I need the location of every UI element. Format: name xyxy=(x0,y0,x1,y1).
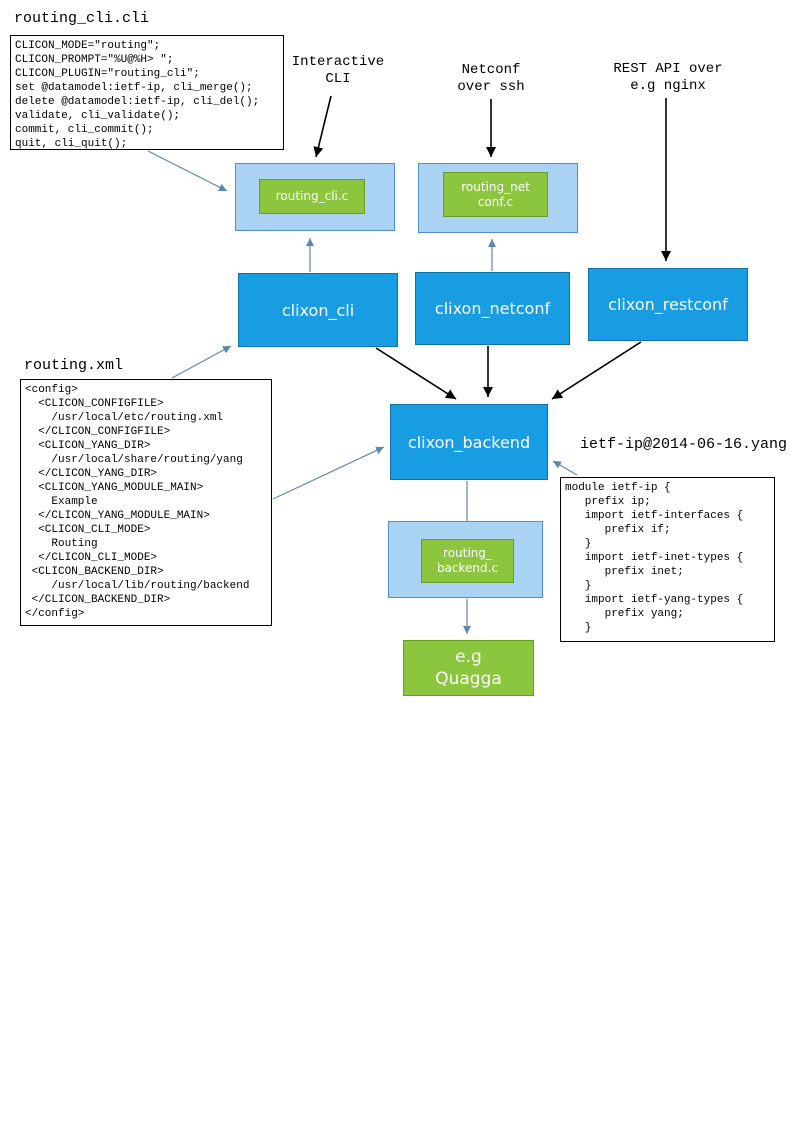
quagga-box: e.g Quagga xyxy=(403,640,534,696)
arrow-config-to-backend xyxy=(272,446,385,500)
cli-spec-title: routing_cli.cli xyxy=(14,10,150,27)
yang-module-code-box: module ietf-ip { prefix ip; import ietf-… xyxy=(560,477,775,642)
arrow-clispec-to-routing-cli-c xyxy=(147,150,228,192)
clixon-netconf-node: clixon_netconf xyxy=(415,272,570,345)
arrow-cli-to-backend xyxy=(375,347,457,400)
rest-api-label: REST API over e.g nginx xyxy=(613,61,723,94)
config-xml-code-box: <config> <CLICON_CONFIGFILE> /usr/local/… xyxy=(20,379,272,626)
arrow-yang-to-backend xyxy=(552,460,578,476)
routing-netconf-c-box: routing_net conf.c xyxy=(443,172,548,217)
cli-spec-code-box: CLICON_MODE="routing"; CLICON_PROMPT="%U… xyxy=(10,35,284,150)
arrow-interactive-cli xyxy=(313,95,332,158)
netconf-over-ssh-label: Netconf over ssh xyxy=(457,62,525,95)
arrow-config-to-cli xyxy=(171,345,232,379)
config-xml-title: routing.xml xyxy=(24,357,124,374)
clixon-backend-node: clixon_backend xyxy=(390,404,548,480)
routing-cli-c-box: routing_cli.c xyxy=(259,179,365,214)
interactive-cli-label: Interactive CLI xyxy=(291,54,385,87)
yang-module-title: ietf-ip@2014-06-16.yang xyxy=(580,436,788,453)
clixon-cli-node: clixon_cli xyxy=(238,273,398,347)
routing-backend-c-box: routing_ backend.c xyxy=(421,539,514,583)
clixon-restconf-node: clixon_restconf xyxy=(588,268,748,341)
arrow-restconf-to-backend xyxy=(551,341,642,400)
